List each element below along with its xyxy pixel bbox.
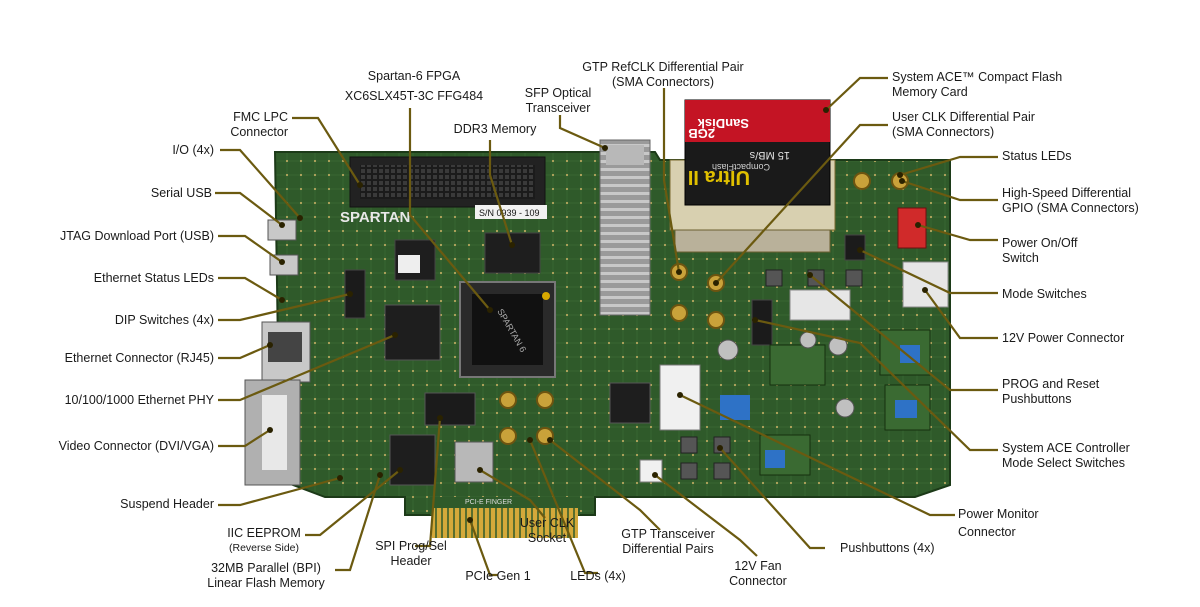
label-ethernet-status-leds: Ethernet Status LEDs bbox=[93, 271, 214, 285]
flash-chip bbox=[389, 434, 436, 486]
label-dip-switches: DIP Switches (4x) bbox=[114, 313, 214, 327]
power-switch bbox=[897, 207, 927, 249]
label-iic-eeprom: IIC EEPROM(Reverse Side) bbox=[227, 526, 301, 554]
gtp-chip bbox=[609, 382, 651, 424]
label-flash: 32MB Parallel (BPI)Linear Flash Memory bbox=[207, 561, 325, 590]
svg-text:SanDisk: SanDisk bbox=[697, 116, 749, 131]
label-pushbuttons: Pushbuttons (4x) bbox=[840, 541, 935, 555]
power-connector bbox=[902, 261, 949, 308]
label-io: I/O (4x) bbox=[172, 143, 214, 157]
label-jtag: JTAG Download Port (USB) bbox=[60, 229, 214, 243]
clock-socket bbox=[454, 441, 494, 483]
power-monitor-header bbox=[659, 364, 701, 431]
label-user-clk-diff: User CLK Differential Pair(SMA Connector… bbox=[892, 110, 1035, 139]
label-video-connector: Video Connector (DVI/VGA) bbox=[58, 439, 214, 453]
molex-connector bbox=[789, 289, 851, 321]
fpga-chip: SPARTAN 6 bbox=[459, 281, 556, 378]
label-12v-power: 12V Power Connector bbox=[1002, 331, 1125, 345]
leader-dots bbox=[267, 107, 928, 523]
ddr3-chip bbox=[484, 232, 541, 274]
svg-text:CompactFlash: CompactFlash bbox=[712, 162, 770, 172]
dip-switches bbox=[344, 269, 366, 319]
spi-header bbox=[424, 392, 476, 426]
ethernet-phy-chip bbox=[384, 304, 441, 361]
svg-text:PCI-E FINGER: PCI-E FINGER bbox=[465, 499, 512, 506]
pushbuttons bbox=[680, 269, 863, 480]
sfp-cage bbox=[599, 139, 651, 316]
label-serial-usb: Serial USB bbox=[150, 186, 212, 200]
serial-sticker: S/N 0939 - 109 bbox=[475, 205, 547, 219]
label-ddr3: DDR3 Memory bbox=[453, 122, 537, 136]
pcie-edge: PCI-E FINGER bbox=[430, 497, 580, 538]
fmc-connector bbox=[349, 156, 546, 208]
label-ethernet-connector: Ethernet Connector (RJ45) bbox=[64, 351, 214, 365]
label-pcie: PCIe Gen 1 bbox=[465, 569, 531, 583]
label-ethernet-phy: 10/100/1000 Ethernet PHY bbox=[64, 393, 214, 407]
power-modules bbox=[720, 329, 931, 476]
svg-text:S/N 0939 - 109: S/N 0939 - 109 bbox=[479, 208, 540, 218]
label-gtp-refclk: GTP RefCLK Differential Pair(SMA Connect… bbox=[582, 60, 744, 89]
usb-connector-2 bbox=[269, 254, 299, 276]
svg-text:15 MB/s: 15 MB/s bbox=[749, 149, 790, 161]
compact-flash-card: SanDisk 2GB 15 MB/s Ultra II CompactFlas… bbox=[669, 99, 836, 253]
label-status-leds: Status LEDs bbox=[1002, 149, 1072, 163]
label-leds: LEDs (4x) bbox=[570, 569, 626, 583]
leader-lines bbox=[215, 76, 998, 577]
sysace-dip bbox=[844, 234, 866, 261]
capacitors bbox=[717, 331, 855, 418]
sma-connectors bbox=[499, 172, 909, 445]
dvi-connector bbox=[244, 379, 301, 486]
svg-text:2GB: 2GB bbox=[688, 126, 715, 141]
svg-text:Ultra II: Ultra II bbox=[688, 166, 750, 188]
spartan-silkscreen: SPARTAN bbox=[340, 209, 410, 226]
usb-connector bbox=[267, 219, 297, 241]
label-mode-switches: Mode Switches bbox=[1002, 287, 1087, 301]
label-suspend-header: Suspend Header bbox=[120, 497, 214, 511]
